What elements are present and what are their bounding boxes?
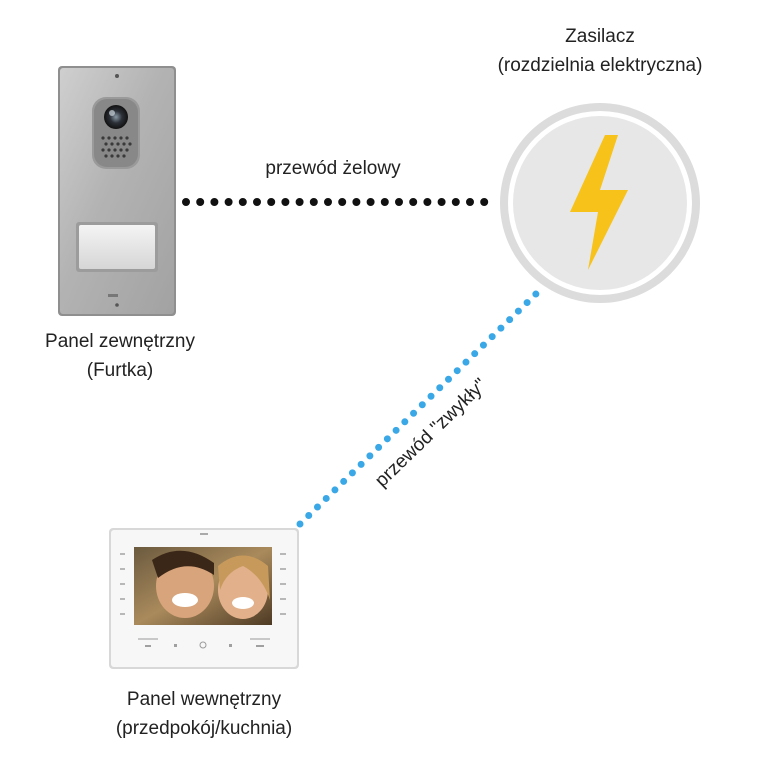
regular-wire-label: przewód "zwykły" — [371, 375, 491, 492]
door-station-camera-icon — [58, 66, 176, 316]
gel-wire-label: przewód żelowy — [265, 158, 401, 179]
power-supply-node — [500, 103, 700, 303]
power-supply-label: Zasilacz (rozdzielnia elektryczna) — [455, 22, 745, 80]
indoor-panel-label: Panel wewnętrzny (przedpokój/kuchnia) — [64, 685, 344, 743]
power-supply-subtitle: (rozdzielnia elektryczna) — [497, 55, 703, 76]
regular-wire-line — [296, 286, 544, 528]
video-monitor-icon — [109, 528, 299, 669]
outdoor-panel-subtitle: (Furtka) — [86, 360, 154, 381]
camera-lens — [104, 105, 128, 129]
indoor-panel-subtitle: (przedpokój/kuchnia) — [115, 718, 293, 739]
indoor-panel-title: Panel wewnętrzny — [126, 689, 282, 710]
power-supply-title: Zasilacz — [565, 26, 635, 47]
outdoor-panel-title: Panel zewnętrzny — [45, 331, 195, 352]
lightning-bolt-icon — [570, 135, 628, 270]
outdoor-panel-label: Panel zewnętrzny (Furtka) — [0, 327, 240, 385]
